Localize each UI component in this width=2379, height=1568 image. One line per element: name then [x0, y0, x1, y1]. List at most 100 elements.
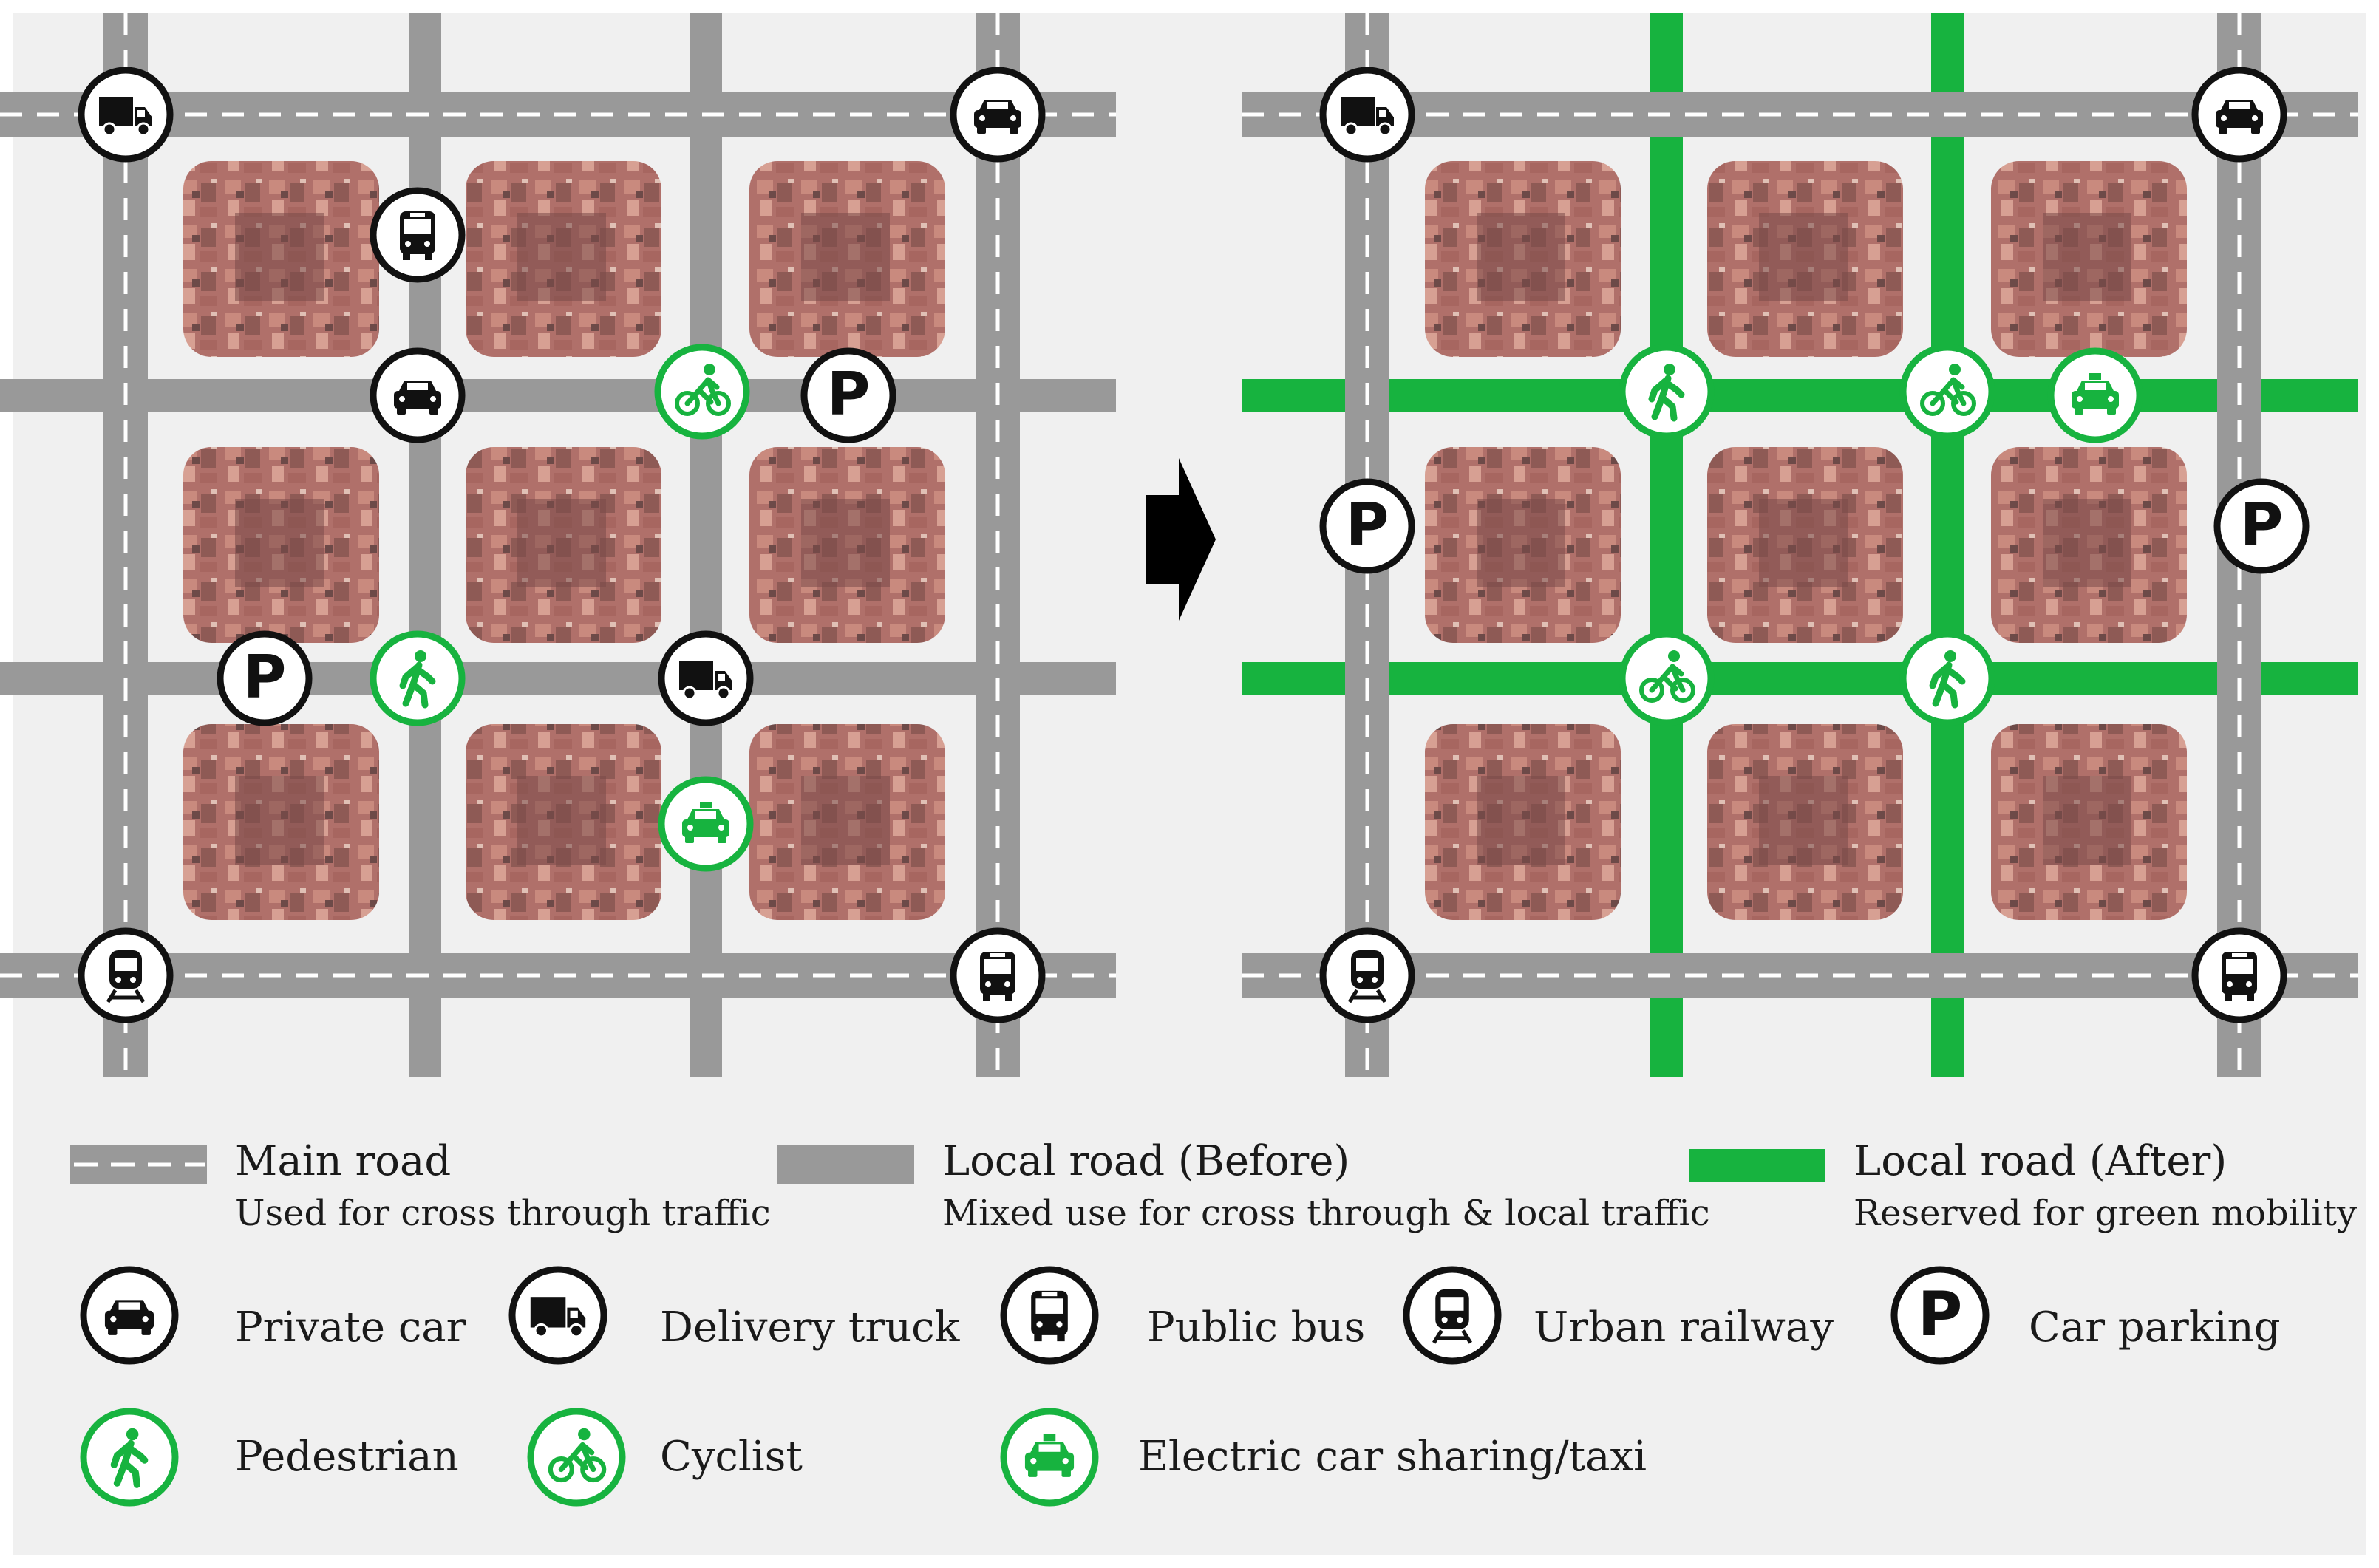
bus-light: [1056, 1321, 1063, 1328]
block-courtyard: [235, 776, 324, 865]
block-courtyard: [2043, 499, 2131, 587]
bus-sign: [2232, 953, 2247, 957]
bus-light: [2246, 981, 2252, 987]
pedestrian-icon: [370, 630, 466, 726]
truck-wheel: [136, 122, 151, 137]
icon-glyph: [1432, 1289, 1472, 1344]
bicycle-wheel: [580, 1456, 607, 1483]
bus-window: [1035, 1298, 1063, 1314]
icon-glyph: [1024, 1434, 1075, 1477]
car-body: [2072, 391, 2119, 409]
parking-icon: P: [1319, 478, 1415, 574]
icon-ring: [2213, 478, 2310, 574]
car-wheel: [108, 1327, 118, 1335]
car-wheel: [2219, 126, 2227, 134]
truck-window: [718, 674, 725, 681]
cyclist-head: [704, 364, 715, 375]
bus-icon: [950, 927, 1046, 1023]
bicycle-icon: [527, 1408, 626, 1507]
cyclist-head: [578, 1428, 591, 1441]
pedestrian-head: [126, 1428, 139, 1441]
taxi-sign: [1043, 1434, 1056, 1442]
bus-wheel: [403, 253, 410, 260]
icon-glyph: [682, 802, 729, 843]
bus-icon: [370, 187, 466, 283]
parking-icon: P: [800, 347, 896, 443]
cyclist-body: [684, 377, 721, 406]
truck-cargo: [1341, 97, 1375, 126]
bicycle-icon: [654, 344, 750, 440]
legend-local-road-before: Local road (Before) Mixed use for cross …: [777, 1137, 1710, 1234]
car-icon: [370, 347, 466, 443]
parking-letter: P: [1346, 491, 1389, 559]
icon-glyph: P: [243, 643, 287, 712]
car-light: [430, 396, 436, 402]
train-window: [1356, 958, 1378, 971]
legend-label-cyclist: Cyclist: [660, 1433, 803, 1481]
cyclist-body: [558, 1442, 596, 1473]
truck-icon: [1319, 67, 1415, 163]
car-wheel: [977, 126, 986, 134]
train-icon: [78, 927, 174, 1023]
bicycle-wheel: [548, 1456, 574, 1483]
bus-light: [985, 981, 991, 987]
cyclist-head: [1668, 650, 1680, 662]
block-courtyard: [235, 213, 324, 301]
car-window: [2229, 102, 2250, 109]
bus-window: [404, 219, 431, 234]
car-light: [687, 825, 693, 831]
truck-wheel: [1378, 122, 1392, 137]
bus-wheel: [1057, 1333, 1065, 1342]
block-courtyard: [1759, 499, 1848, 587]
local-road-vertical: [1650, 13, 1683, 1077]
local-road-horizontal: [1242, 662, 2358, 695]
parking-letter: P: [243, 643, 287, 712]
car-body: [394, 391, 441, 409]
train-rails: [1347, 989, 1387, 1003]
car-window: [118, 1302, 140, 1310]
icon-glyph: [675, 364, 731, 416]
block-courtyard: [1759, 776, 1848, 865]
train-window: [1440, 1297, 1464, 1311]
car-wheel: [1061, 1469, 1071, 1477]
icon-glyph: [1920, 364, 1976, 416]
block-courtyard: [517, 213, 606, 301]
parking-letter: P: [2240, 491, 2284, 559]
bus-sign: [990, 953, 1005, 957]
truck-window: [570, 1310, 578, 1318]
icon-glyph: [1648, 364, 1685, 422]
bicycle-wheel: [1951, 391, 1976, 416]
train-light: [1441, 1317, 1448, 1323]
truck-icon: [78, 67, 174, 163]
train-rails: [1432, 1329, 1472, 1344]
bicycle-icon: [1619, 630, 1715, 726]
legend-label-private-car: Private car: [235, 1303, 466, 1351]
parking-letter: P: [827, 360, 871, 429]
cyclist-body: [1930, 377, 1967, 406]
block-courtyard: [801, 499, 890, 587]
car-wheel: [2107, 407, 2116, 415]
train-icon: [1319, 927, 1415, 1023]
train-window: [115, 958, 137, 971]
car-wheel: [1028, 1469, 1038, 1477]
bus-icon: [1000, 1266, 1099, 1365]
car-light: [718, 825, 724, 831]
cyclist-head: [1949, 364, 1961, 375]
bus-wheel: [1034, 1333, 1042, 1342]
icon-glyph: [1929, 650, 1966, 709]
icon-glyph: [400, 211, 435, 260]
truck-wheel: [568, 1323, 584, 1338]
car-wheel: [397, 407, 406, 415]
legend-label-electric-car-sharing: Electric car sharing/taxi: [1138, 1433, 1647, 1481]
icon-ring: [1319, 478, 1415, 574]
legend-icons: P: [80, 1266, 1990, 1507]
car-body: [974, 110, 1021, 128]
icon-glyph: [679, 661, 732, 701]
car-wheel: [2075, 407, 2083, 415]
parking-icon: P: [217, 630, 313, 726]
legend-local-road-after: Local road (After) Reserved for green mo…: [1689, 1137, 2357, 1234]
car-light: [2221, 115, 2227, 121]
car-light: [1030, 1458, 1037, 1465]
truck-wheel: [534, 1323, 549, 1338]
